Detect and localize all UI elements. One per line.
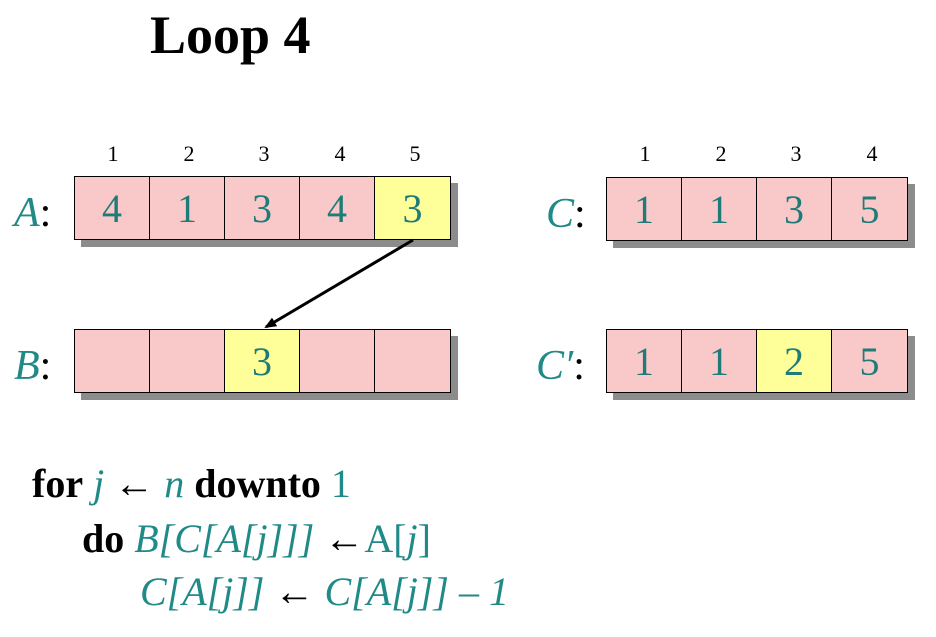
array-a-cell: 4 (75, 177, 150, 239)
array-c-prime-cell: 1 (682, 330, 757, 392)
index-label: 2 (715, 141, 727, 166)
index-label: 3 (790, 141, 802, 166)
index-label: 1 (107, 141, 119, 166)
rhs-array: A[ (364, 516, 407, 561)
assign-lhs: B[C[A[j]]] (134, 516, 315, 561)
array-a-label: A: (14, 190, 52, 236)
var-n: n (164, 461, 185, 506)
array-c-prime-cell-highlighted: 2 (757, 330, 832, 392)
array-a-cell: 4 (300, 177, 375, 239)
var-j: j (93, 461, 105, 506)
array-c-cell: 1 (607, 178, 682, 240)
array-b-cell (75, 330, 150, 392)
assign-lhs: C[A[j]] (140, 569, 265, 614)
array-c: 1 1 3 5 (606, 177, 908, 241)
array-c-prime: 1 1 2 5 (606, 329, 908, 393)
index-label: 4 (866, 141, 878, 166)
array-c-prime-cell: 5 (832, 330, 907, 392)
array-a: 4 1 3 4 3 (74, 176, 451, 240)
arrow-line (264, 238, 414, 329)
array-b-label: B: (14, 343, 52, 389)
array-b: 3 (74, 329, 451, 393)
number-one: 1 (330, 461, 351, 506)
array-b-cell (150, 330, 225, 392)
slide-title: Loop 4 (150, 5, 311, 65)
array-c-prime-label: C′: (536, 343, 585, 389)
array-c-label: C: (546, 191, 586, 237)
arrow-op: ← (114, 461, 155, 506)
index-label: 1 (639, 141, 651, 166)
array-c-cell: 5 (832, 178, 907, 240)
array-b-cell (375, 330, 450, 392)
array-c-cell: 1 (682, 178, 757, 240)
arrow-op: ← (324, 516, 365, 561)
keyword-do: do (82, 516, 125, 561)
index-label: 3 (258, 141, 270, 166)
code-line-3: C[A[j]] ← C[A[j]] – 1 (140, 572, 509, 612)
array-c-prime-cell: 1 (607, 330, 682, 392)
assign-rhs: C[A[j]] – 1 (324, 569, 510, 614)
array-a-cell-highlighted: 3 (375, 177, 450, 239)
index-label: 5 (409, 141, 421, 166)
index-label: 2 (183, 141, 195, 166)
code-line-2: do B[C[A[j]]] ←A[j] (82, 519, 431, 559)
keyword-downto: downto (194, 461, 321, 506)
array-a-cell: 1 (150, 177, 225, 239)
rhs-close: ] (417, 516, 431, 561)
index-label: 4 (334, 141, 346, 166)
arrow-op: ← (274, 569, 315, 614)
array-b-cell (300, 330, 375, 392)
rhs-index: j (406, 516, 418, 561)
array-c-cell: 3 (757, 178, 832, 240)
array-a-cell: 3 (225, 177, 300, 239)
keyword-for: for (32, 461, 84, 506)
code-line-1: for j ← n downto 1 (32, 464, 351, 504)
array-b-cell-highlighted: 3 (225, 330, 300, 392)
